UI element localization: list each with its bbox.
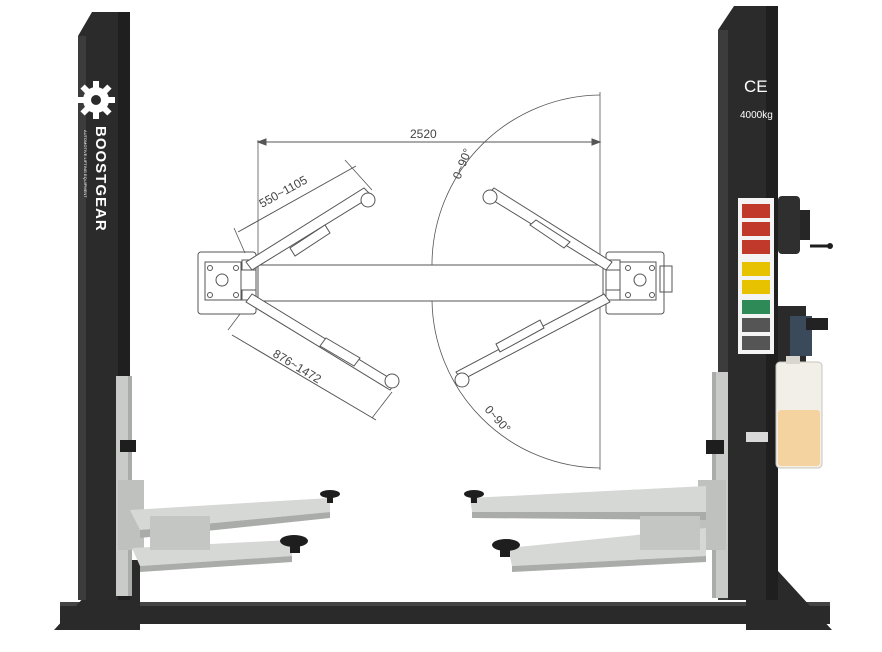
rotation-arc-top [431,94,601,264]
short-arm-dimension-label: 550~1105 [257,173,310,211]
warning-sticker [738,198,774,354]
left-lift-arms [130,498,330,572]
right-lift-pad-upper [464,490,484,503]
floor-plate [257,264,604,302]
right-lower-arm-drawing [454,293,611,388]
left-upper-arm-drawing [233,159,376,271]
rotation-arc-bottom [431,299,601,469]
brand-tagline: AUTOMOTIVE LIFTING EQUIPMENT [83,130,88,198]
right-upper-arm-drawing [482,187,613,271]
short-arm-dimension-line [237,165,357,233]
long-arm-dimension-label: 876~1472 [270,347,324,387]
brand-name: BOOSTGEAR [92,126,109,232]
top-view-drawing [197,92,673,470]
gear-logo-icon [77,81,115,119]
right-column-footprint [605,251,673,315]
right-lift-pad-lower [492,539,520,557]
left-lift-pad-lower [280,535,308,553]
left-column-footprint [197,251,257,315]
long-arm-dimension-line [231,334,377,421]
width-dimension-label: 2520 [410,127,437,141]
rotation-top-label: 0~90° [450,146,475,181]
right-lift-arms [470,486,706,572]
left-lift-pad-upper [320,490,340,503]
motor-unit [778,196,833,362]
left-lower-arm-drawing [227,293,400,421]
capacity-label: 4000kg [740,110,773,121]
left-carriage [116,376,144,596]
hydraulic-reservoir [775,356,823,469]
ce-mark: CE [744,77,768,96]
rotation-bottom-label: 0~90° [482,403,514,436]
